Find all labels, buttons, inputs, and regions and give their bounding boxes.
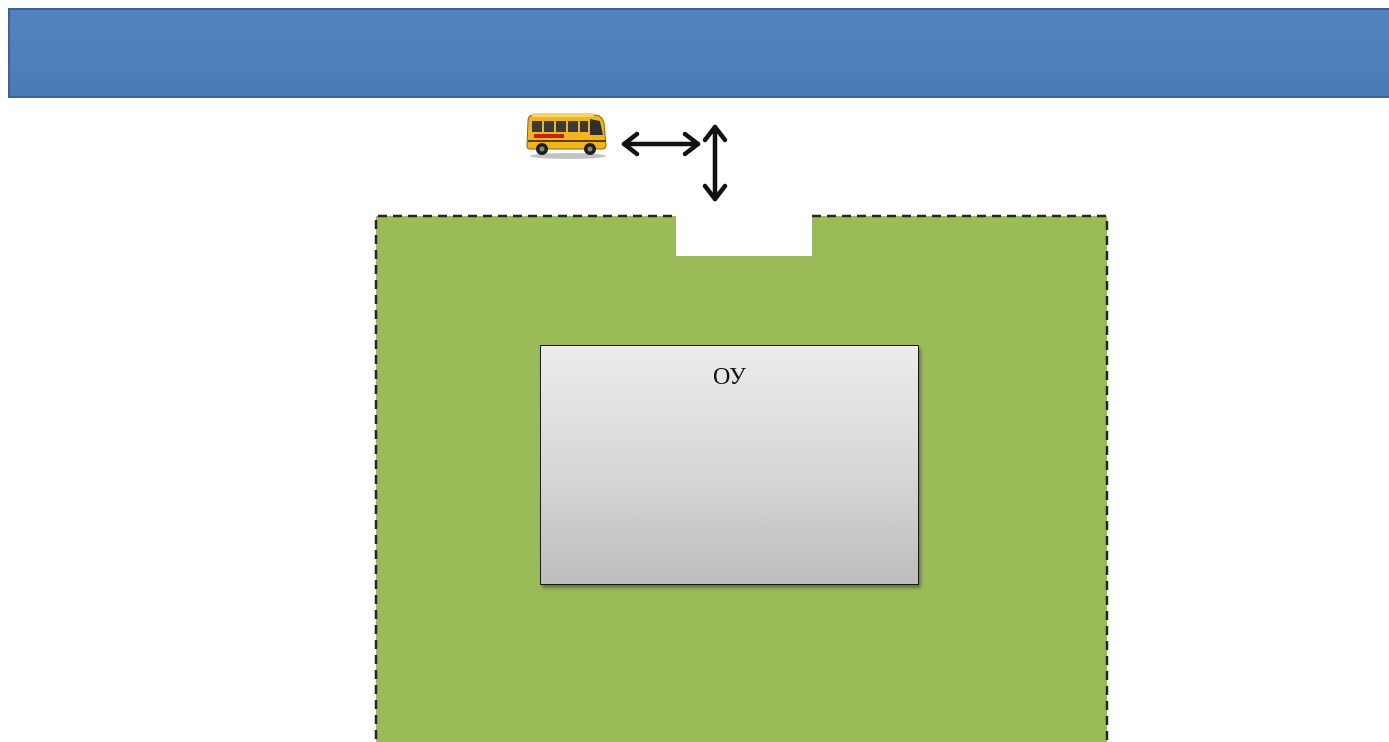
road <box>8 8 1389 98</box>
double-arrow-vertical-icon <box>702 124 728 202</box>
double-arrow-horizontal-icon <box>621 131 701 157</box>
territory-entrance <box>676 214 812 256</box>
route-arrows <box>621 124 728 202</box>
school-bus-icon <box>526 113 607 159</box>
building-label: ОУ <box>713 364 746 390</box>
school-building: ОУ <box>540 345 919 585</box>
